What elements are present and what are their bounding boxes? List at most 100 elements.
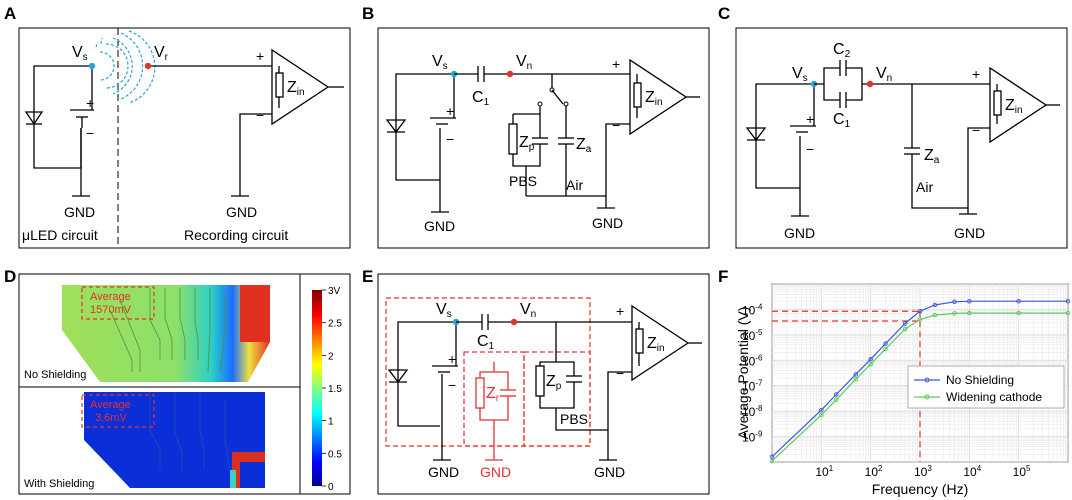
zp-resistor-icon: [535, 365, 545, 397]
series-point: [833, 392, 839, 397]
y-tick-labels: 10-410-510-610-710-810-9: [742, 302, 763, 444]
colorbar-tick-label: 1.5: [328, 384, 342, 395]
avg-box-top: [81, 286, 155, 320]
pbs-wire: [539, 322, 632, 460]
panel-c-frame: [735, 27, 1068, 249]
zin-resistor-icon: [633, 82, 642, 108]
panel-d: D Average 1570mV No Shielding Average 3.…: [4, 267, 351, 495]
battery-wire: [799, 84, 815, 216]
legend-label: No Shielding: [946, 373, 1014, 387]
series-point: [883, 341, 888, 346]
series-layer: [769, 298, 1071, 464]
series-point: [833, 397, 839, 403]
zp-label: Zp: [519, 134, 535, 153]
series-point: [917, 308, 923, 314]
series-point: [853, 376, 859, 382]
series-point: [819, 407, 824, 413]
series-point: [1065, 298, 1071, 304]
battery-minus: −: [448, 377, 456, 393]
switch-contact: [563, 101, 569, 107]
series-line: [771, 300, 1068, 458]
y-tick-label: 10-4: [742, 302, 763, 317]
diode-icon: [24, 111, 44, 126]
colorbar-tick-label: 0: [328, 482, 334, 493]
vs-label: Vs: [432, 53, 448, 72]
series-point: [932, 302, 938, 308]
zin-resistor-icon: [635, 328, 644, 354]
gnd-right: GND: [592, 215, 623, 231]
c1-label: C1: [477, 333, 495, 352]
panel-e: E + − GND Vs C1 Vn Zr GND: [362, 267, 710, 495]
x-tick-label: 101: [815, 464, 833, 479]
switch-contact: [537, 101, 543, 107]
gnd-left: GND: [64, 204, 95, 220]
series-point: [967, 298, 972, 304]
x-tick-label: 104: [963, 464, 981, 479]
panel-f-label: F: [718, 267, 728, 286]
battery-minus: −: [86, 125, 94, 141]
amp-minus: −: [972, 122, 980, 138]
electrode-traces: [109, 288, 226, 373]
battery-wire: [80, 66, 93, 168]
legend-marker: [924, 377, 930, 383]
za-branch-wire: [911, 84, 990, 214]
gnd-right: GND: [226, 204, 257, 220]
colorbar: [312, 290, 322, 486]
series-point: [883, 346, 888, 352]
x-axis-label: Frequency (Hz): [872, 481, 968, 497]
caption-with-shielding: With Shielding: [24, 478, 94, 490]
electrode-traces: [149, 392, 231, 471]
gnd-left: GND: [428, 464, 459, 480]
series-point: [952, 299, 957, 305]
za-label: Za: [576, 136, 592, 155]
avg-box-bottom: [81, 394, 155, 428]
amp-plus: +: [616, 303, 624, 319]
sim-edge-region: [230, 470, 236, 488]
panel-e-frame: [377, 273, 710, 495]
amplifier-icon: [629, 58, 688, 136]
sim-hot-region: [232, 452, 265, 488]
y-axis-label: Average Potential (V): [735, 307, 751, 440]
air-label: Air: [916, 179, 933, 195]
amp-minus: −: [256, 107, 264, 123]
series-point: [1016, 310, 1021, 316]
amp-plus: +: [972, 66, 980, 82]
zr-resistor-icon: [475, 377, 485, 409]
series-point: [769, 454, 775, 460]
vn-node: [510, 318, 518, 326]
caption-led: μLED circuit: [22, 227, 98, 243]
diode-icon: [385, 119, 407, 134]
diode-icon: [745, 127, 767, 142]
sim-hot-region: [240, 285, 270, 342]
series-point: [868, 356, 873, 362]
y-tick-label: 10-6: [742, 353, 763, 368]
panel-b: B + − GND Vs C1 Vn Zp PBS: [362, 4, 710, 249]
left-loop-wire: [395, 73, 454, 181]
x-tick-label: 105: [1013, 464, 1031, 479]
c1-label: C1: [472, 89, 490, 108]
pbs-branch-wire: [512, 106, 541, 196]
colorbar-tick-label: 2: [328, 351, 334, 362]
panel-a: A + − GND μLED circuit Vs: [4, 4, 351, 249]
gnd-left: GND: [784, 225, 815, 241]
series-point: [917, 317, 923, 322]
series-point: [952, 311, 957, 316]
series-point: [769, 458, 775, 464]
amp-minus: −: [616, 365, 624, 381]
battery-leads: [81, 104, 93, 128]
avg-value-top: 1570mV: [90, 304, 132, 316]
parallel-cap-wire: [814, 67, 863, 101]
vn-label: Vn: [876, 65, 892, 84]
panel-c-label: C: [718, 4, 730, 23]
series-point: [902, 321, 908, 326]
battery-minus: −: [446, 131, 454, 147]
colorbar-tick-label: 0.5: [328, 449, 342, 460]
dashed-box-pbs: [523, 351, 591, 447]
battery-plus: +: [446, 103, 454, 119]
c1-label: C1: [833, 111, 851, 130]
zin-label: Zin: [647, 335, 665, 354]
amp-plus: +: [256, 48, 264, 64]
za-label: Za: [924, 147, 940, 166]
